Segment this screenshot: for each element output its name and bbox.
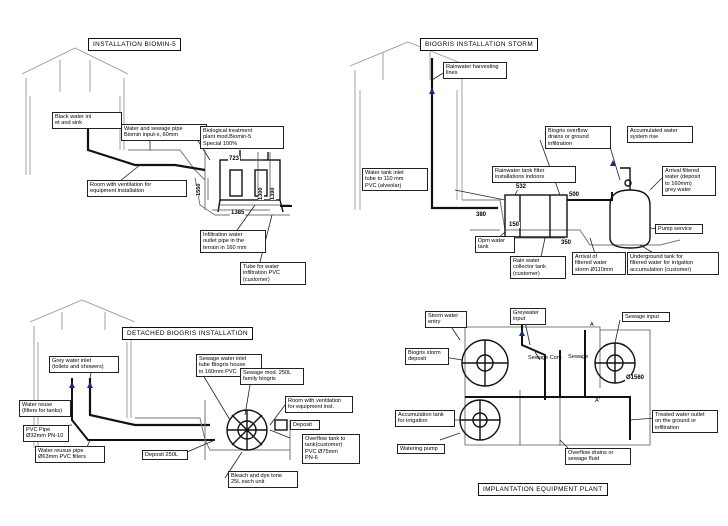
plant-tanks (459, 339, 636, 441)
detached-biogris-unit (226, 409, 288, 451)
dim-150: 150 (508, 222, 521, 228)
accum-tank-label: Accumulation tank for irrigation (395, 410, 455, 427)
dim-500: 500 (568, 192, 581, 198)
room-vent-label: Room with ventilation for equipment inst… (87, 180, 187, 197)
water-tank-inlet-label: Water tank inlet tube to 110 mm PVC (alv… (362, 168, 428, 192)
sewage-inlet-label: Sewage water inlet tube Biogris house in… (196, 354, 262, 378)
sewage-mod-label: Sewage mod. 250L family biogris (240, 368, 304, 385)
storm-entry-label: Storm water entry (425, 311, 467, 328)
greywater-input-label: Greywater input (510, 308, 546, 325)
dim-1550: 1550 (196, 183, 202, 196)
storm-ground (462, 199, 681, 246)
rainwater-label: Rainwater harvesting lines (443, 62, 507, 79)
plant-title: IMPLANTATION EQUIPMENT PLANT (478, 483, 608, 496)
sewage-input-label: Sewage input (622, 312, 670, 323)
overflow-drains-label: Overflow drains or sewage fluid (565, 448, 631, 465)
detached-title: DETACHED BIOGRIS INSTALLATION (122, 327, 253, 340)
rain-collector-label: Rain water collector tank (customer) (510, 256, 566, 280)
deposit-tag-label: Deposit (290, 420, 320, 431)
sewage-label: Sewage (568, 354, 589, 360)
biomin-sewage-pipe (86, 128, 206, 172)
deposit-250-label: Deposit 250L (142, 450, 188, 461)
dim-1560: Ø1560 (625, 375, 646, 381)
detached-room-vent-label: Room with ventilation for equipment inst… (285, 396, 353, 413)
dim-1385: 1385 (230, 210, 246, 216)
dim-350: 350 (560, 240, 573, 246)
plant-pipes (465, 325, 631, 440)
rain-filter-label: Rainwater tank filter installations indo… (492, 166, 576, 183)
bio-plant-label: Biological treatment plant mod.Biomin-5 … (200, 126, 284, 150)
dim-532: 532 (515, 184, 528, 190)
infiltration-outlet-label: Infiltration water outlet pipe in the te… (200, 230, 266, 254)
arrival-filtered-label: Arrival filtered water (deposit to 160mm… (662, 166, 716, 196)
dim-1390: 1390 (270, 187, 276, 200)
storm-filter-tank (504, 194, 568, 238)
detached-reuse-pipe (71, 378, 215, 441)
water-sewage-label: Water and sewage pipe Biomin input-s, 60… (121, 124, 207, 141)
reuse-pipe-label: Water reusue pipe Ø63mm PVC filters (35, 446, 105, 463)
marker-a: A (590, 322, 594, 328)
pump-service-label: Pump service (655, 224, 703, 235)
dpm-water-label: Dpm water tank (475, 236, 515, 253)
biomin-title: INSTALLATION BIOMIN-5 (88, 38, 182, 51)
marker-a-prime: A' (595, 398, 600, 404)
grey-inlet-label: Grey water inlet (toilets and showers) (49, 356, 119, 373)
storm-underground-tank (609, 167, 651, 249)
biogris-overflow-label: Biogris overflow drains or ground infilt… (545, 126, 611, 150)
detached-house-outline (29, 299, 136, 448)
storm-overflow-pipe (567, 192, 613, 201)
sewage-cont-label: Sewage Cont (528, 355, 562, 361)
accumulated-label: Accumulated water system rise (627, 126, 693, 143)
dim-1300: 1300 (258, 187, 264, 200)
tube-water-label: Tube for water infiltration PVC (custome… (240, 262, 306, 286)
pvc-pipe-label: PVC Pipe Ø32mm PN-10 (23, 425, 69, 442)
underground-tank-label: Underground tank for filtered water for … (627, 252, 719, 276)
water-reuse-label: Water reuse (filters for tanks) (19, 400, 71, 417)
treated-outlet-label: Treated water outlet on the ground or in… (652, 410, 718, 434)
storm-house-outline (349, 41, 469, 210)
overflow-tank-label: Overflow tank to tank(customer) PVC Ø75m… (302, 434, 360, 464)
biogris-storm-label: Biogris storm deposit (405, 348, 449, 365)
watering-pump-label: Watering pump (397, 444, 445, 455)
dim-380: 380 (475, 212, 488, 218)
plant-boundary (464, 326, 651, 446)
dim-723: 723 (228, 156, 241, 162)
arrival-storm-label: Arrival of filtered water storm Ø110mm (572, 252, 626, 276)
bleach-dye-label: Bleach and dye tone 25L each unit (228, 471, 298, 488)
storm-downpipe (430, 58, 498, 210)
black-water-label: Black water inl et and sink (52, 112, 122, 129)
detached-sewage-pipe (88, 378, 210, 427)
storm-title: BIOGRIS INSTALLATION STORM (420, 38, 539, 51)
